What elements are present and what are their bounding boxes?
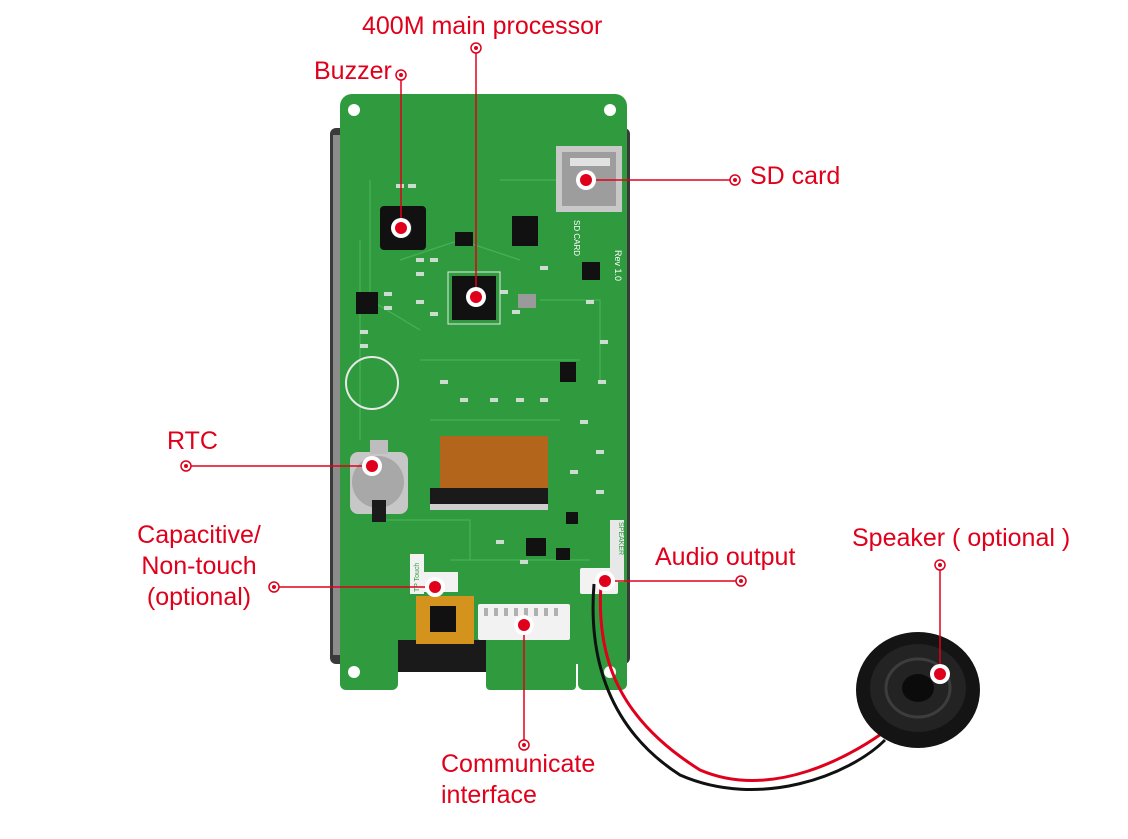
label-touch-line2: Non-touch xyxy=(141,552,257,580)
ic-chip xyxy=(526,538,546,556)
lcd-ribbon-strip xyxy=(430,504,548,510)
speaker-wire-red xyxy=(598,583,901,782)
label-touch-line1: Capacitive/ xyxy=(137,521,261,549)
label-sd-card: SD card xyxy=(750,162,841,190)
label-touch-line3: (optional) xyxy=(146,583,252,611)
label-touch: Capacitive/ Non-touch (optional) xyxy=(130,520,268,613)
label-audio-output: Audio output xyxy=(655,543,796,571)
mount-hole xyxy=(348,666,360,678)
pcb-tab-left xyxy=(340,630,398,690)
label-comm: Communicate interface xyxy=(441,749,595,811)
label-rtc: RTC xyxy=(167,427,218,455)
ic-chip xyxy=(582,262,600,280)
speaker-ring xyxy=(884,657,952,719)
lcd-ribbon-cable xyxy=(440,436,548,492)
ic-chip xyxy=(566,512,578,524)
label-processor: 400M main processor xyxy=(362,12,603,40)
sd-card-slot-shine xyxy=(570,158,610,166)
ic-chip xyxy=(356,292,378,314)
main-processor-outline xyxy=(447,271,501,325)
rtc-battery-outline xyxy=(345,356,399,410)
silk-rev: Rev 1.0 xyxy=(613,250,623,281)
silk-sd-card: SD CARD xyxy=(572,220,581,256)
speaker-wire-black xyxy=(591,583,887,791)
ic-chip xyxy=(560,362,576,382)
ic-chip xyxy=(556,548,570,560)
fpc-cutout xyxy=(398,640,486,672)
rtc-battery-tab xyxy=(372,500,386,522)
touch-controller-chip xyxy=(430,606,456,632)
speaker-center xyxy=(902,674,934,702)
lcd-ribbon-connector xyxy=(430,488,548,504)
comm-connector-pins xyxy=(484,608,558,616)
annotation-dots xyxy=(180,42,950,751)
mount-hole xyxy=(604,104,616,116)
smd-components xyxy=(360,184,608,564)
touch-label-box xyxy=(410,554,424,594)
mount-hole xyxy=(348,104,360,116)
ic-chip xyxy=(512,216,538,246)
rtc-battery-top xyxy=(370,440,388,454)
display-frame-edge-left xyxy=(333,135,343,655)
annotation-overlay xyxy=(186,48,941,745)
pcb-traces xyxy=(359,179,601,561)
pcb-tab-center xyxy=(486,640,576,690)
ic-chip xyxy=(518,294,536,308)
label-comm-line2: interface xyxy=(441,781,537,809)
silk-speaker: SPEAKER xyxy=(617,522,624,555)
speaker-silk-label xyxy=(610,520,624,582)
label-comm-line1: Communicate xyxy=(441,750,596,778)
label-speaker: Speaker ( optional ) xyxy=(852,524,1071,552)
ic-chip xyxy=(455,232,473,246)
label-buzzer: Buzzer xyxy=(314,57,392,85)
silk-touch: TP Touch xyxy=(414,563,421,592)
